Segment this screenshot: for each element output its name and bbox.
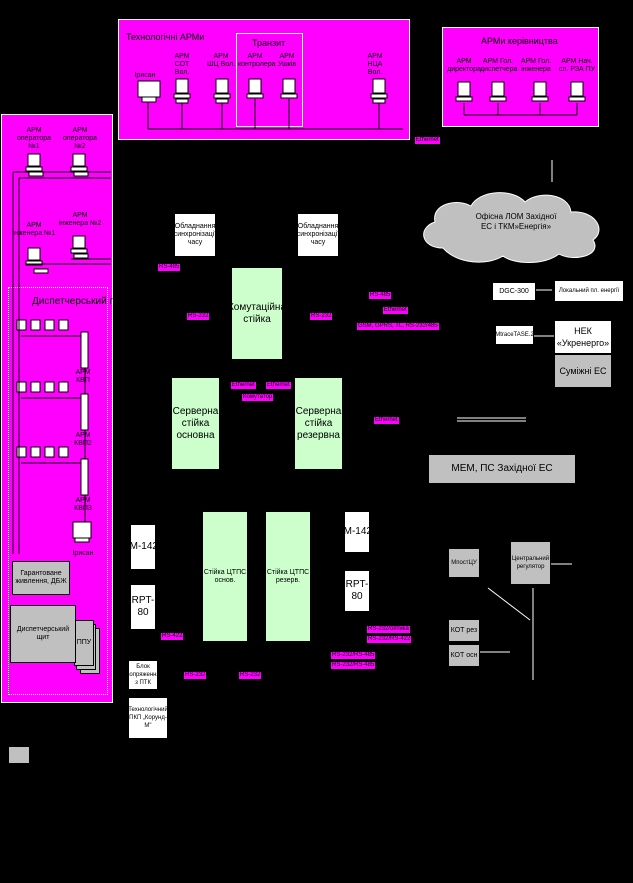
server-rack-main: Серверна стійка основна bbox=[171, 377, 220, 470]
dispatch-screen-box: Диспетчерський щит bbox=[10, 605, 76, 663]
computer-icon bbox=[248, 78, 262, 94]
management-panel-title: АРМи керівництва bbox=[481, 36, 558, 46]
left-panel bbox=[1, 114, 113, 703]
mgmt-rza-label: АРМ Нач. сл. РЗА ПУ bbox=[558, 58, 596, 73]
cm1420-left: СМ-1420 bbox=[123, 524, 164, 570]
left-panel-drawing bbox=[12, 153, 111, 554]
tag-ethernet-4: Ethernet bbox=[265, 381, 292, 390]
computer-icon bbox=[570, 81, 584, 97]
left-irisan-label: Ірисан bbox=[72, 550, 94, 557]
top-arm-panel bbox=[118, 19, 410, 140]
tag-rs232-fo: RS-232/оптика bbox=[366, 625, 411, 634]
computer-icon bbox=[72, 235, 86, 249]
tranzyt-label: Транзит bbox=[252, 38, 286, 48]
computer-icon bbox=[491, 81, 505, 97]
top-item-nca-label: АРМ НЦА Вол. bbox=[367, 53, 383, 76]
computer-icon bbox=[533, 81, 547, 97]
cts-rack-reserve: Стійка ЦТПС резерв. bbox=[265, 511, 311, 642]
computer-icon bbox=[372, 78, 386, 94]
central-regulator-box: Центральний регулятор bbox=[510, 541, 551, 585]
tag-rs232-rs485-2: RS-232/RS-485 bbox=[330, 661, 377, 670]
kot-osn-box: КОТ осн bbox=[448, 644, 480, 667]
nek-box: НЕК «Укренерго» bbox=[554, 320, 612, 354]
tag-ethernet-5: Ethernet bbox=[373, 416, 400, 425]
tag-rs232-rs485-1: RS-232/RS-485 bbox=[330, 651, 377, 660]
top-item-irisan-label: Ірисан bbox=[134, 72, 156, 79]
op2-label: АРМ оператора №2 bbox=[62, 127, 97, 150]
tag-switch: Комутатор bbox=[241, 393, 275, 402]
mem-box: МЕМ, ПС Західної ЕС bbox=[428, 454, 576, 484]
kvp3-label: АРМ КВП3 bbox=[74, 497, 92, 512]
tag-rs422: RS-422 bbox=[160, 632, 185, 641]
top-panel-computers bbox=[137, 78, 403, 130]
computer-icon bbox=[457, 81, 471, 97]
cm1420-right: СМ-1420 bbox=[337, 511, 378, 553]
block-ptk: Блок сопряження з ПТК bbox=[126, 660, 160, 690]
top-item-shc-label: АРМ ШЦ Вол. bbox=[207, 53, 235, 68]
computer-icon bbox=[282, 78, 296, 94]
sync-equipment-1: Обладнання синхронізації часу bbox=[174, 213, 216, 257]
tag-rs232-right: RS-232 bbox=[309, 312, 334, 321]
management-computers bbox=[455, 81, 586, 116]
dispatch-title: Диспетчерський пункт bbox=[32, 296, 135, 307]
tech-pu: Технологічний ПКП „Корунд-М" bbox=[128, 697, 168, 739]
management-arm-panel bbox=[442, 27, 599, 127]
office-cloud-label: Офісна ЛОМ Західної ЕС і ТКМ»Енергія» bbox=[475, 212, 557, 231]
mgmt-chief-dispatcher-label: АРМ Гол. диспетчера bbox=[480, 58, 518, 73]
kot-res-box: КОТ рез bbox=[448, 619, 480, 642]
computer-icon bbox=[72, 153, 86, 167]
computer-icon bbox=[27, 153, 41, 167]
tag-rs485-right: RS-485 bbox=[368, 291, 393, 300]
cts-rack-main: Стійка ЦТПС основ. bbox=[202, 511, 248, 642]
tag-rs232-rs422: RS-232/RS-422 bbox=[366, 635, 413, 644]
tag-rs485: RS-485 bbox=[157, 263, 182, 272]
computer-icon bbox=[16, 319, 27, 331]
office-cloud bbox=[423, 192, 600, 263]
kvp1-label: АРМ КВП bbox=[75, 369, 91, 384]
mgmt-director-label: АРМ директора bbox=[447, 58, 481, 73]
top-arm-panel-title: Технологічні АРМи bbox=[126, 32, 205, 42]
tranzyt-box bbox=[236, 33, 303, 127]
mgmt-chief-engineer-label: АРМ Гол. інженера bbox=[520, 58, 552, 73]
rpt80-right: RPT-80 bbox=[344, 570, 370, 612]
dgc300-box: DGC-300 bbox=[492, 282, 536, 301]
mtrace-box: MtraceTASE.2 bbox=[495, 325, 534, 345]
sync-equipment-2: Обладнання синхронізації часу bbox=[297, 213, 339, 257]
tag-ethernet-1: Ethernet bbox=[414, 136, 441, 145]
top-item-ushkiv-label: АРМ Ушків bbox=[277, 53, 297, 68]
ip2-label: АРМ інженера №2 bbox=[58, 212, 102, 227]
computer-icon bbox=[215, 78, 229, 94]
op1-label: АРМ оператора №1 bbox=[16, 127, 51, 150]
computer-icon bbox=[175, 78, 189, 94]
tag-rs232-b1: RS-232 bbox=[183, 671, 208, 680]
computer-icon bbox=[27, 247, 41, 261]
ltpcu-box: МпостЦУ bbox=[448, 548, 480, 578]
tag-ethernet-2: Ethernet bbox=[382, 306, 409, 315]
dispatch-panel bbox=[8, 287, 108, 695]
computer-icon bbox=[16, 446, 27, 458]
ups-box: Гарантоване живлення, ДБЖ bbox=[12, 561, 70, 595]
tag-rs232-b2: RS-232 bbox=[238, 671, 263, 680]
tag-ethernet-3: Ethernet bbox=[230, 381, 257, 390]
tag-gsm: GSM, GPRS, TL, RS-232/485 bbox=[356, 322, 440, 331]
kvp2-label: АРМ КВП2 bbox=[74, 432, 92, 447]
computer-icon bbox=[16, 381, 27, 393]
comm-rack: Комутаційна стійка bbox=[228, 267, 286, 360]
rpt80-left: RPT-80 bbox=[130, 584, 156, 630]
top-item-controller-label: АРМ контролера bbox=[238, 53, 276, 68]
neighbors-box: Суміжні ЕС bbox=[554, 354, 612, 388]
tag-rs232-left: RS-232 bbox=[186, 312, 211, 321]
top-item-sot-label: АРМ СОТ Вол. bbox=[174, 53, 190, 76]
local-energy-box: Локальний пл. енергії bbox=[554, 280, 624, 302]
ip1-label: АРМ інженера №1 bbox=[12, 222, 56, 237]
server-rack-reserve: Серверна стійка резервна bbox=[294, 377, 343, 470]
legend-swatch bbox=[8, 746, 30, 764]
